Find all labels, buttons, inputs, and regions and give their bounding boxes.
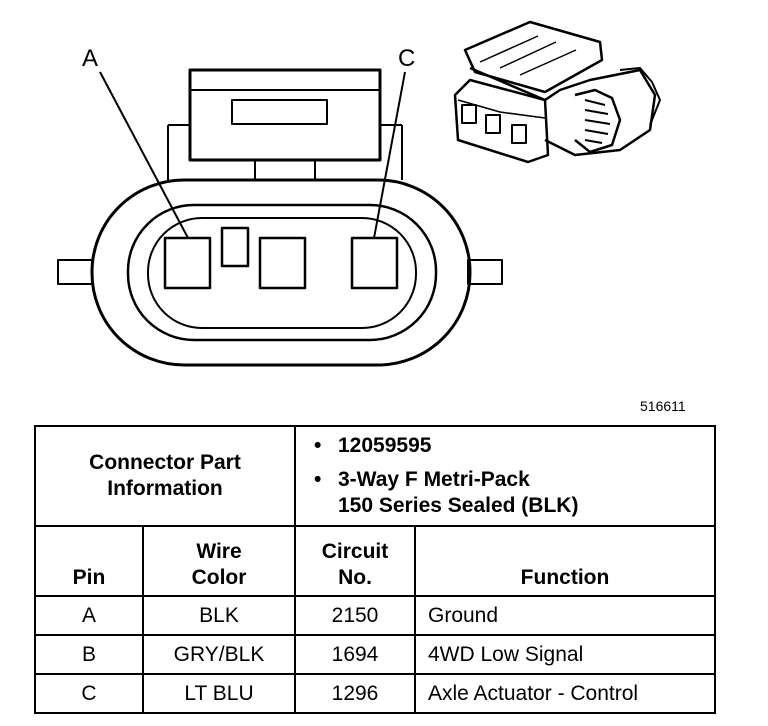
right-mount-ear	[467, 259, 503, 285]
circuit-header-line1: Circuit	[321, 540, 389, 563]
terminal-cavity-c	[350, 236, 399, 290]
connector-part-label-line2: Information	[107, 477, 223, 500]
column-header-function: Function	[413, 525, 717, 597]
latch-window	[231, 99, 328, 125]
wire-color-header-line1: Wire	[196, 540, 242, 563]
function-cell: 4WD Low Signal	[413, 634, 717, 675]
connector-housing-mid	[126, 203, 438, 342]
connector-housing-outer	[90, 178, 472, 367]
connector-info-table: Connector Part Information 12059595 3-Wa…	[34, 425, 717, 714]
figure-reference-number: 516611	[640, 398, 686, 414]
callout-leader-a	[99, 71, 189, 239]
pin-cell: C	[34, 673, 144, 714]
wire-color-header-line2: Color	[191, 566, 247, 589]
pin-cell: A	[34, 595, 144, 636]
wire-color-cell: LT BLU	[142, 673, 296, 714]
terminal-key	[220, 226, 250, 268]
table-row: A BLK 2150 Ground	[34, 595, 717, 636]
wire-color-cell: BLK	[142, 595, 296, 636]
connector-part-details: 12059595 3-Way F Metri-Pack 150 Series S…	[293, 425, 717, 527]
pin-cell: B	[34, 634, 144, 675]
circuit-cell: 1296	[294, 673, 416, 714]
function-cell: Ground	[413, 595, 717, 636]
part-number: 12059595	[314, 433, 714, 459]
function-cell: Axle Actuator - Control	[413, 673, 717, 714]
connector-face	[147, 217, 417, 329]
left-mount-ear	[57, 259, 93, 285]
circuit-header-line2: No.	[338, 566, 372, 589]
wire-color-cell: GRY/BLK	[142, 634, 296, 675]
table-row: C LT BLU 1296 Axle Actuator - Control	[34, 673, 717, 714]
column-header-circuit: Circuit No.	[294, 525, 416, 597]
connector-perspective-view	[453, 20, 661, 164]
column-header-wire-color: Wire Color	[142, 525, 296, 597]
connector-part-label: Connector Part Information	[34, 425, 296, 527]
callout-leader-c	[373, 71, 406, 239]
circuit-cell: 2150	[294, 595, 416, 636]
terminal-cavity-b	[258, 236, 307, 290]
connector-latch	[188, 68, 382, 162]
table-row: B GRY/BLK 1694 4WD Low Signal	[34, 634, 717, 675]
column-header-row: Pin Wire Color Circuit No. Function	[34, 525, 717, 597]
connector-diagram: A C	[57, 20, 661, 367]
column-header-pin: Pin	[34, 525, 144, 597]
part-description-line2: 150 Series Sealed (BLK)	[338, 494, 579, 517]
part-description-line1: 3-Way F Metri-Pack	[338, 468, 530, 491]
circuit-cell: 1694	[294, 634, 416, 675]
connector-part-label-line1: Connector Part	[89, 451, 241, 474]
callout-label-c: C	[398, 45, 415, 72]
callout-label-a: A	[82, 45, 98, 72]
terminal-cavity-a	[163, 236, 212, 290]
connector-part-info-row: Connector Part Information 12059595 3-Wa…	[34, 425, 717, 527]
part-description: 3-Way F Metri-Pack 150 Series Sealed (BL…	[314, 467, 714, 519]
